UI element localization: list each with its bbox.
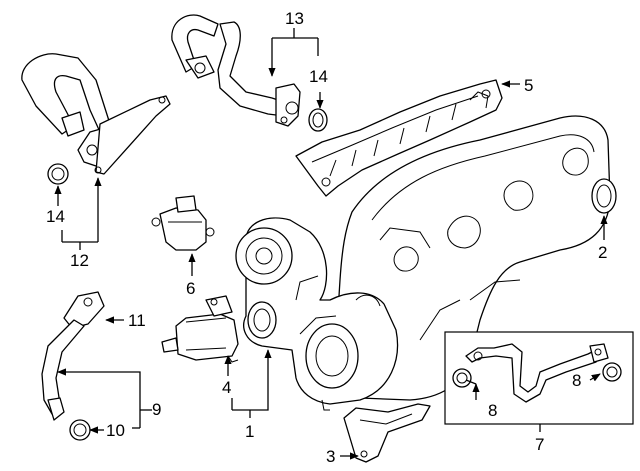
oil-feed-pipe-upper	[171, 14, 301, 127]
oil-return-pipe-left	[21, 53, 171, 175]
callout-8-right: 8	[572, 371, 581, 390]
callout-2: 2	[598, 243, 607, 262]
callout-5: 5	[524, 76, 533, 95]
heat-shield	[295, 79, 503, 197]
callout-6: 6	[186, 279, 195, 298]
callout-12: 12	[70, 251, 89, 270]
gasket-ring-lower-left	[69, 419, 91, 441]
gasket-ring-left	[47, 163, 69, 185]
turbo-support-bracket	[343, 403, 431, 463]
callout-10: 10	[106, 421, 125, 440]
callout-leaders	[54, 28, 608, 460]
vacuum-solenoid	[151, 195, 215, 251]
callout-3: 3	[326, 447, 335, 466]
callout-9: 9	[152, 400, 161, 419]
wastegate-actuator	[161, 295, 239, 363]
turbocharger	[235, 217, 399, 411]
gasket-ring-inset-right	[602, 362, 622, 382]
gasket-ring	[591, 178, 617, 214]
callout-1: 1	[245, 422, 254, 441]
gasket-ring-inset-left	[452, 368, 472, 388]
callout-14-left: 14	[46, 207, 65, 226]
callout-14-upper: 14	[309, 67, 328, 86]
coolant-pipe-lower-left	[41, 291, 105, 421]
gasket-ring-upper	[308, 108, 328, 132]
inset-box	[444, 331, 634, 425]
callout-7: 7	[535, 435, 544, 454]
callout-11: 11	[128, 311, 146, 330]
callout-8-left: 8	[488, 401, 497, 420]
callout-4: 4	[222, 378, 231, 397]
callout-13: 13	[285, 9, 304, 28]
